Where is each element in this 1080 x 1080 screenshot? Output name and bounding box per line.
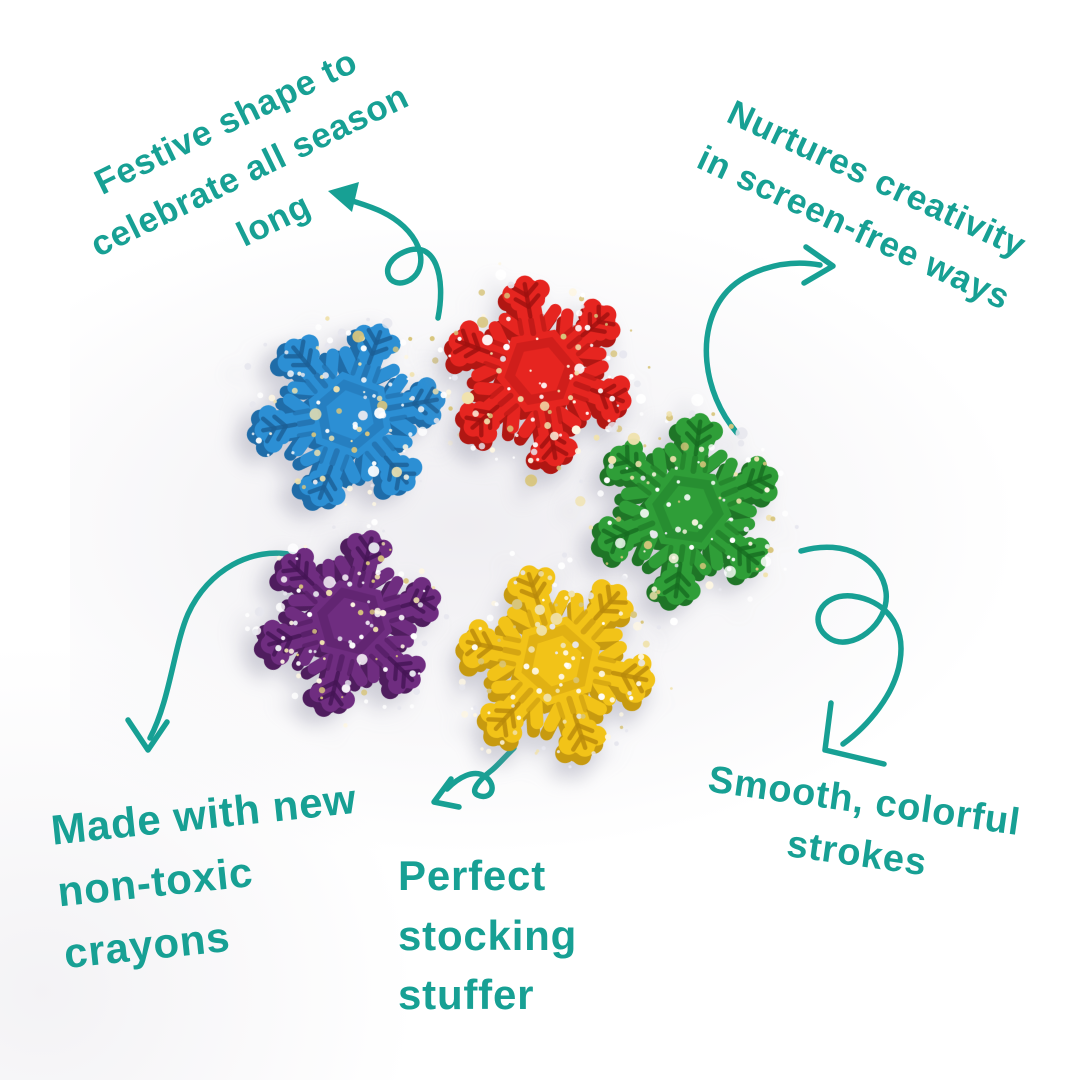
loop-arrow-down-left-icon (798, 544, 904, 767)
crayon-purple-snowflake (240, 510, 462, 732)
crayon-red-snowflake (425, 256, 655, 486)
crayon-green-snowflake (573, 393, 803, 626)
glitter-specks (575, 393, 799, 626)
caption-line: Perfect (398, 852, 547, 899)
caption-stocking-stuffer: Perfect stocking stuffer (398, 846, 577, 1025)
glitter-specks (244, 316, 463, 529)
caption-line: stuffer (398, 971, 535, 1019)
crayon-yellow-snowflake (438, 542, 676, 780)
glitter-specks (244, 525, 450, 728)
loop-arrow-up-left-icon (328, 182, 444, 321)
caption-line: stocking (398, 911, 578, 959)
curve-arrow-down-icon (125, 550, 297, 753)
curve-arrow-up-right-icon (703, 244, 836, 436)
glitter-specks (458, 550, 673, 769)
glitter-specks (429, 262, 651, 487)
photo-backdrop-shading-corner (0, 640, 420, 1080)
small-loop-arrow-down-left-icon (431, 745, 517, 810)
crayon-blue-snowflake (235, 300, 465, 530)
caption-non-toxic-crayons: Made with new non-toxic crayons (48, 768, 373, 986)
